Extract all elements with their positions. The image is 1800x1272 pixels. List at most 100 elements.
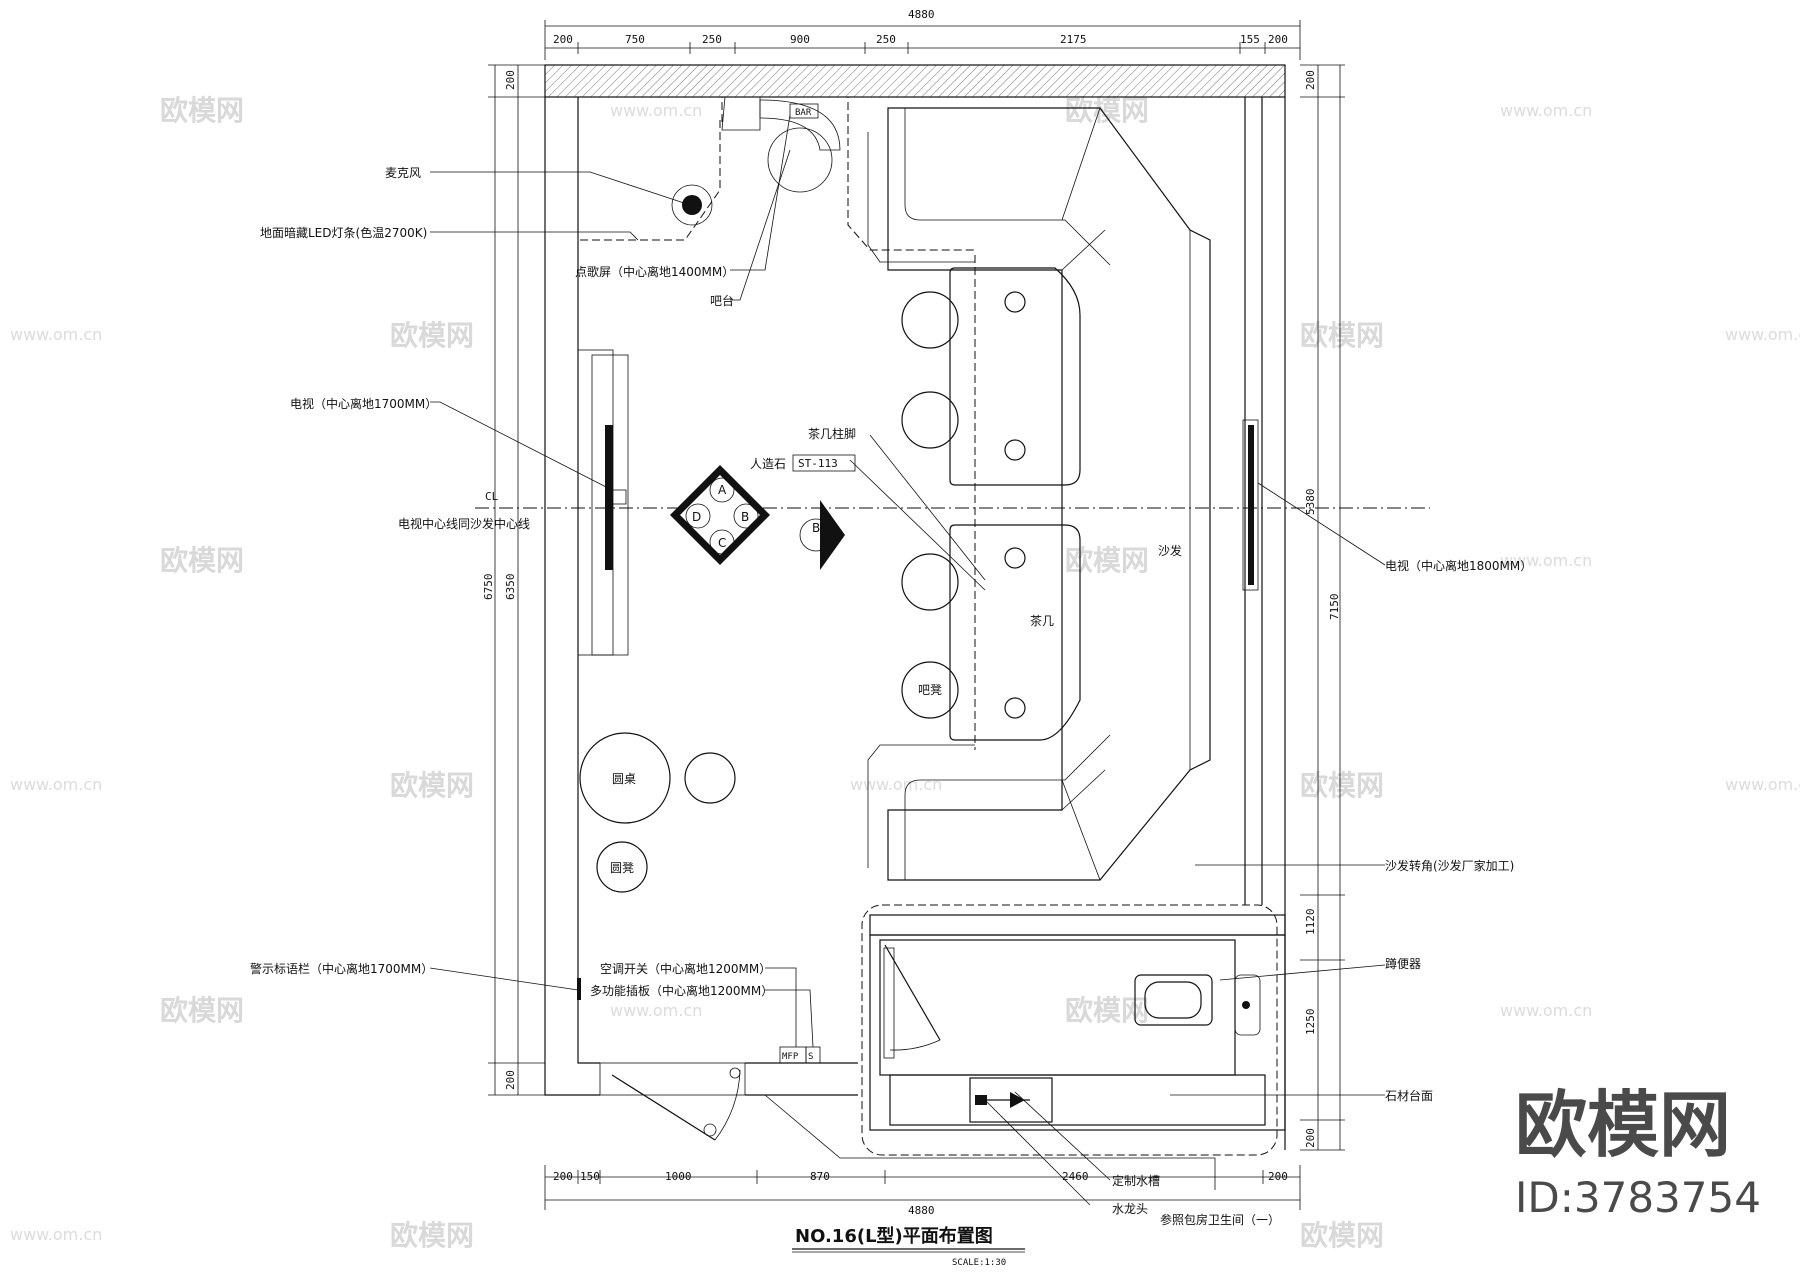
dim-top-seg: 250	[702, 33, 722, 46]
dim-top-seg: 200	[1268, 33, 1288, 46]
dim-top-seg: 200	[553, 33, 573, 46]
watermark-url: www.om.cn	[1500, 551, 1592, 570]
top-dimensions: 4880 200 750 250 900 250 2175 155 200	[544, 8, 1301, 60]
elev-c: C	[718, 536, 726, 550]
label-multi-panel: 多功能插板（中心离地1200MM）	[590, 983, 773, 998]
label-sink: 定制水槽	[1112, 1173, 1160, 1188]
bar-chair	[767, 127, 833, 193]
watermark-cn: 欧模网	[1300, 769, 1384, 802]
dim-bottom-seg: 1000	[665, 1170, 692, 1183]
annotations: 麦克风 地面暗藏LED灯条(色温2700K) 点歌屏（中心离地1400MM） 吧…	[250, 166, 1532, 1227]
dim-bottom-seg: 200	[1268, 1170, 1288, 1183]
label-stone-code: ST-113	[798, 457, 838, 470]
watermark-cn: 欧模网	[160, 994, 244, 1027]
label-microphone: 麦克风	[385, 166, 421, 180]
sofa-label: 沙发	[1158, 543, 1182, 558]
brand-logo-text: 欧模网	[1515, 1083, 1731, 1167]
elev-b2: B	[812, 521, 820, 535]
sofa: 沙发	[867, 107, 1211, 881]
dim-bottom-total: 4880	[908, 1204, 935, 1217]
dim-left-bottom: 200	[504, 1070, 517, 1090]
round-stool-label: 圆凳	[610, 860, 634, 875]
title-scale: SCALE:1:30	[952, 1258, 1006, 1268]
watermark-cn: 欧模网	[1065, 94, 1149, 127]
label-artificial-stone: 人造石	[750, 457, 786, 471]
switch-panel: MFP S	[779, 1046, 821, 1064]
dim-bottom-seg: 150	[580, 1170, 600, 1183]
label-reference: 参照包房卫生间（一）	[1160, 1212, 1280, 1227]
coffee-table-label: 茶几	[1030, 613, 1054, 628]
dim-right-1: 1120	[1304, 909, 1317, 936]
dim-top-seg: 155	[1240, 33, 1260, 46]
drawing-title: NO.16(L型)平面布置图 SCALE:1:30	[792, 1225, 1025, 1268]
brand-watermark: 欧模网 ID:3783754	[1515, 1083, 1761, 1222]
dim-top-total: 4880	[908, 8, 935, 21]
dim-left-top: 200	[504, 70, 517, 90]
label-tv-left: 电视（中心离地1700MM）	[290, 396, 437, 411]
dim-left-inner: 6350	[504, 574, 517, 601]
watermark-cn: 欧模网	[1300, 319, 1384, 352]
label-order-screen: 点歌屏（中心离地1400MM）	[575, 264, 734, 279]
mfp-tag: MFP	[782, 1052, 799, 1062]
elev-a: A	[718, 483, 727, 497]
dim-top-seg: 2175	[1060, 33, 1087, 46]
watermark-url: www.om.cn	[1500, 1001, 1592, 1020]
watermark-url: www.om.cn	[1500, 101, 1592, 120]
leader-lines	[429, 114, 1386, 1206]
bar-stool-label: 吧凳	[918, 682, 942, 697]
watermark-url: www.om.cn	[1725, 775, 1800, 794]
elev-b: B	[741, 510, 749, 524]
label-stone-counter: 石材台面	[1385, 1088, 1433, 1103]
label-tv-right: 电视（中心离地1800MM）	[1385, 558, 1532, 573]
round-table-label: 圆桌	[612, 772, 636, 786]
dim-bottom-seg: 2460	[1062, 1170, 1089, 1183]
watermark-cn: 欧模网	[390, 769, 474, 802]
watermark-url: www.om.cn	[610, 1001, 702, 1020]
watermark-cn: 欧模网	[1065, 544, 1149, 577]
entry-door	[599, 1062, 746, 1141]
label-warning-sign: 警示标语栏（中心离地1700MM）	[250, 961, 433, 976]
coffee-tables: 茶几	[949, 255, 1081, 750]
brand-id: ID:3783754	[1515, 1173, 1761, 1222]
label-tv-centerline: 电视中心线同沙发中心线	[398, 516, 530, 531]
label-led-strip: 地面暗藏LED灯条(色温2700K)	[260, 225, 427, 240]
watermark-url: www.om.cn	[10, 1225, 102, 1244]
stone-code-box	[792, 454, 856, 472]
microphone-icon	[671, 184, 713, 226]
dim-top-seg: 750	[625, 33, 645, 46]
dim-right-2: 1250	[1304, 1009, 1317, 1036]
watermark-cn: 欧模网	[160, 94, 244, 127]
watermark-url: www.om.cn	[10, 775, 102, 794]
elevation-marker: A C D B B	[670, 465, 845, 570]
centerline-tag: CL	[485, 490, 499, 503]
round-tables: 圆桌 圆凳	[579, 732, 736, 893]
dim-right-top: 200	[1304, 70, 1317, 90]
bottom-dimensions: 200 150 1000 870 2460 200 4880	[544, 1165, 1301, 1217]
switch-tag: S	[808, 1052, 813, 1062]
label-faucet: 水龙头	[1112, 1202, 1148, 1216]
watermark-cn: 欧模网	[390, 319, 474, 352]
watermark-url: www.om.cn	[10, 325, 102, 344]
dim-right-outer: 7150	[1328, 594, 1341, 621]
elev-d: D	[692, 510, 701, 524]
label-table-leg: 茶几柱脚	[808, 426, 856, 441]
bathroom	[861, 904, 1286, 1156]
order-screen-box	[789, 103, 819, 119]
label-bar-counter: 吧台	[710, 293, 734, 308]
watermark-cn: 欧模网	[1300, 1219, 1384, 1252]
dim-right-3: 200	[1304, 1128, 1317, 1148]
watermark-layer: 欧模网 欧模网 欧模网 欧模网 欧模网 欧模网 欧模网 欧模网 欧模网 欧模网 …	[10, 94, 1800, 1252]
watermark-url: www.om.cn	[850, 775, 942, 794]
watermark-cn: 欧模网	[160, 544, 244, 577]
bar-tag: BAR	[795, 108, 812, 118]
warning-sign-panel	[577, 978, 581, 1000]
dim-bottom-seg: 870	[810, 1170, 830, 1183]
left-dimensions: 200 6750 6350 200	[482, 64, 545, 1096]
dim-left-outer: 6750	[482, 574, 495, 601]
label-sofa-corner: 沙发转角(沙发厂家加工)	[1385, 858, 1514, 873]
dim-bottom-seg: 200	[553, 1170, 573, 1183]
toilet-fixture	[1134, 974, 1213, 1026]
dim-top-seg: 900	[790, 33, 810, 46]
bar-stools: 吧凳	[901, 291, 959, 719]
